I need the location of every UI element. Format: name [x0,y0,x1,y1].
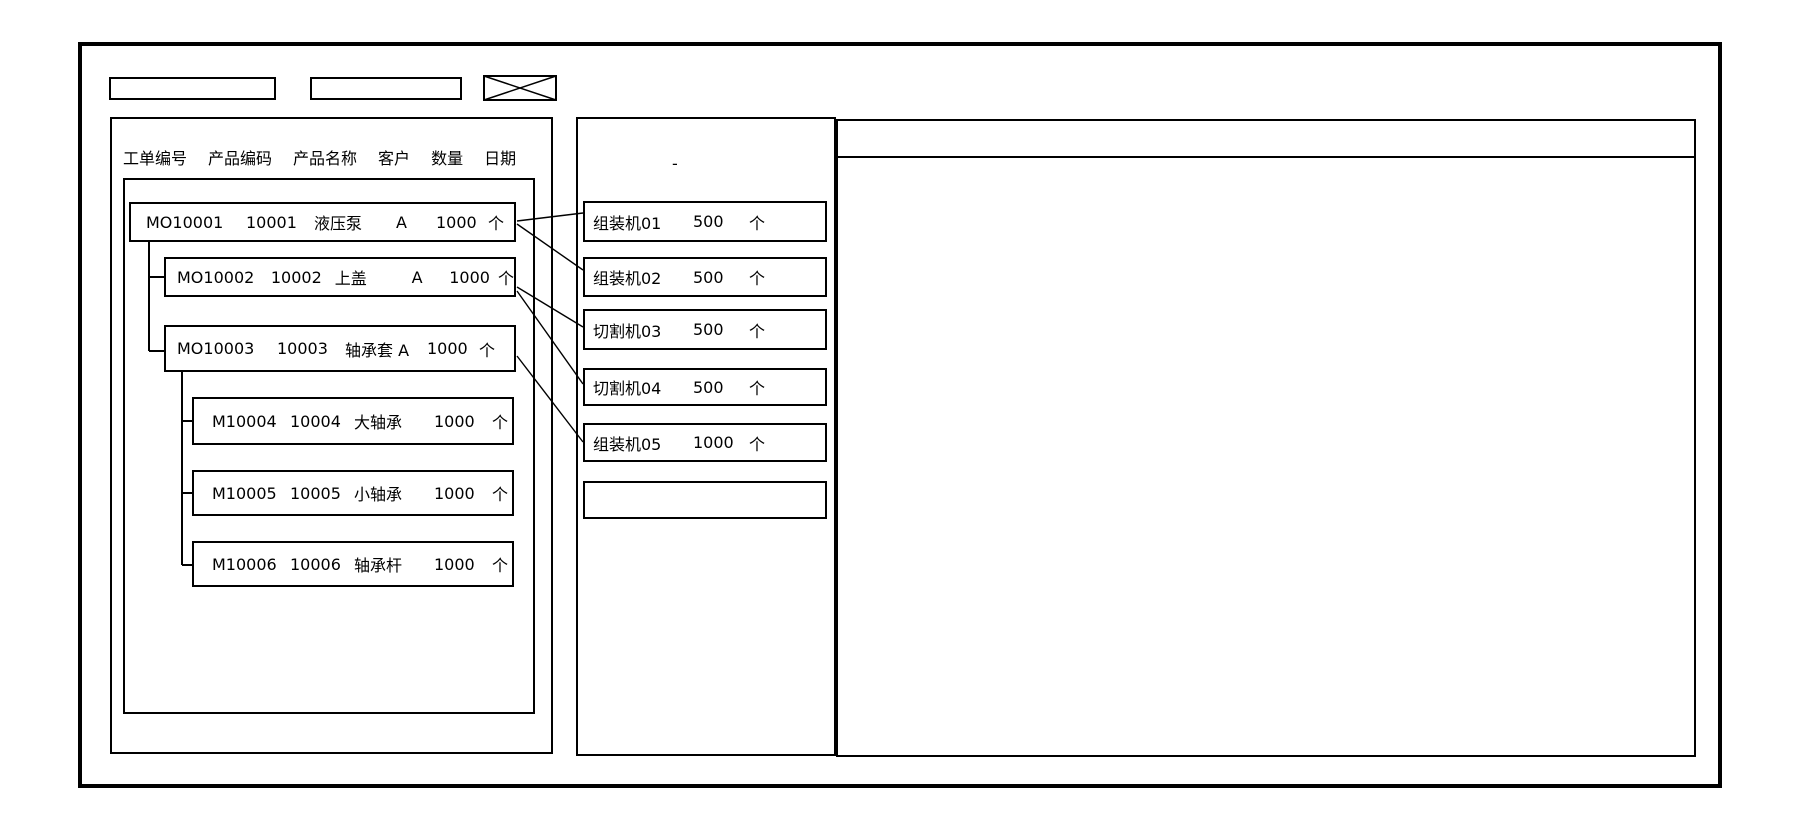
machine-name: 切割机03 [593,321,662,341]
machine-name: 组装机05 [593,434,662,454]
column-header-order-id: 工单编号 [123,149,188,168]
product-name: 轴承杆 [354,556,403,575]
machine-row-04[interactable]: 切割机04 500 个 [583,368,827,406]
order-row-m10006[interactable]: M10006 10006 轴承杆 1000 个 [192,541,514,587]
product-code: 10002 [270,267,322,287]
column-header-row: 工单编号 产品编码 产品名称 客户 数量 日期 [123,146,516,168]
order-id: M10005 [212,483,277,503]
product-code: 10006 [290,554,341,574]
toolbar-field-1[interactable] [109,77,276,100]
toolbar-field-2[interactable] [310,77,462,100]
machine-row-03[interactable]: 切割机03 500 个 [583,309,827,350]
unit: 个 [749,321,766,341]
unit: 个 [749,434,766,454]
order-row-mo10003[interactable]: MO10003 10003 轴承套 A 1000 个 [164,325,516,372]
machine-quantity: 500 [693,377,724,397]
machine-name: 组装机01 [593,213,662,233]
order-row-m10004[interactable]: M10004 10004 大轴承 1000 个 [192,397,514,445]
machine-quantity: 500 [693,267,724,287]
unit: 个 [492,485,509,504]
customer: A [411,267,423,287]
product-code: 10003 [277,339,328,358]
unit: 个 [488,214,505,233]
product-code: 10005 [290,483,341,503]
unit: 个 [479,340,496,360]
order-id: M10006 [212,554,277,574]
machine-name: 组装机02 [593,269,662,288]
product-name: 上盖 [334,269,367,288]
column-header-product-name: 产品名称 [293,149,358,168]
quantity: 1000 [449,267,490,287]
order-row-mo10002[interactable]: MO10002 10002 上盖 A 1000 个 [164,257,516,297]
product-name: 轴承套 A [345,340,410,360]
machine-row-empty[interactable] [583,481,827,519]
column-header-product-code: 产品编码 [208,149,273,168]
machine-row-05[interactable]: 组装机05 1000 个 [583,423,827,462]
quantity: 1000 [427,339,468,358]
quantity: 1000 [434,483,475,503]
order-id: MO10003 [177,339,255,358]
machine-quantity: 500 [693,320,724,339]
unit: 个 [492,556,509,575]
machine-row-01[interactable]: 组装机01 500 个 [583,201,827,242]
quantity: 1000 [436,212,477,232]
product-name: 液压泵 [314,214,363,233]
order-id: MO10002 [177,267,255,287]
product-code: 10004 [290,411,341,431]
order-id: MO10001 [146,212,224,232]
detail-panel-header [838,121,1694,158]
column-header-quantity: 数量 [431,149,464,168]
machine-name: 切割机04 [593,379,662,398]
customer: A [396,212,407,232]
order-id: M10004 [212,411,277,431]
column-header-date: 日期 [484,149,517,168]
unit: 个 [749,269,766,288]
machine-quantity: 1000 [693,433,734,452]
product-code: 10001 [246,212,297,232]
machine-quantity: 500 [693,212,724,231]
order-row-mo10001[interactable]: MO10001 10001 液压泵 A 1000 个 [129,202,516,242]
order-row-m10005[interactable]: M10005 10005 小轴承 1000 个 [192,470,514,516]
close-icon [483,75,557,101]
quantity: 1000 [434,554,475,574]
unit: 个 [498,269,515,288]
detail-panel [836,119,1696,757]
quantity: 1000 [434,411,475,431]
unit: 个 [749,213,766,233]
unit: 个 [492,413,509,432]
stray-dash-mark: - [672,154,678,173]
column-header-customer: 客户 [378,149,411,168]
close-button[interactable] [483,75,557,101]
unit: 个 [749,379,766,398]
product-name: 小轴承 [354,485,403,504]
machine-row-02[interactable]: 组装机02 500 个 [583,257,827,297]
product-name: 大轴承 [354,413,403,432]
